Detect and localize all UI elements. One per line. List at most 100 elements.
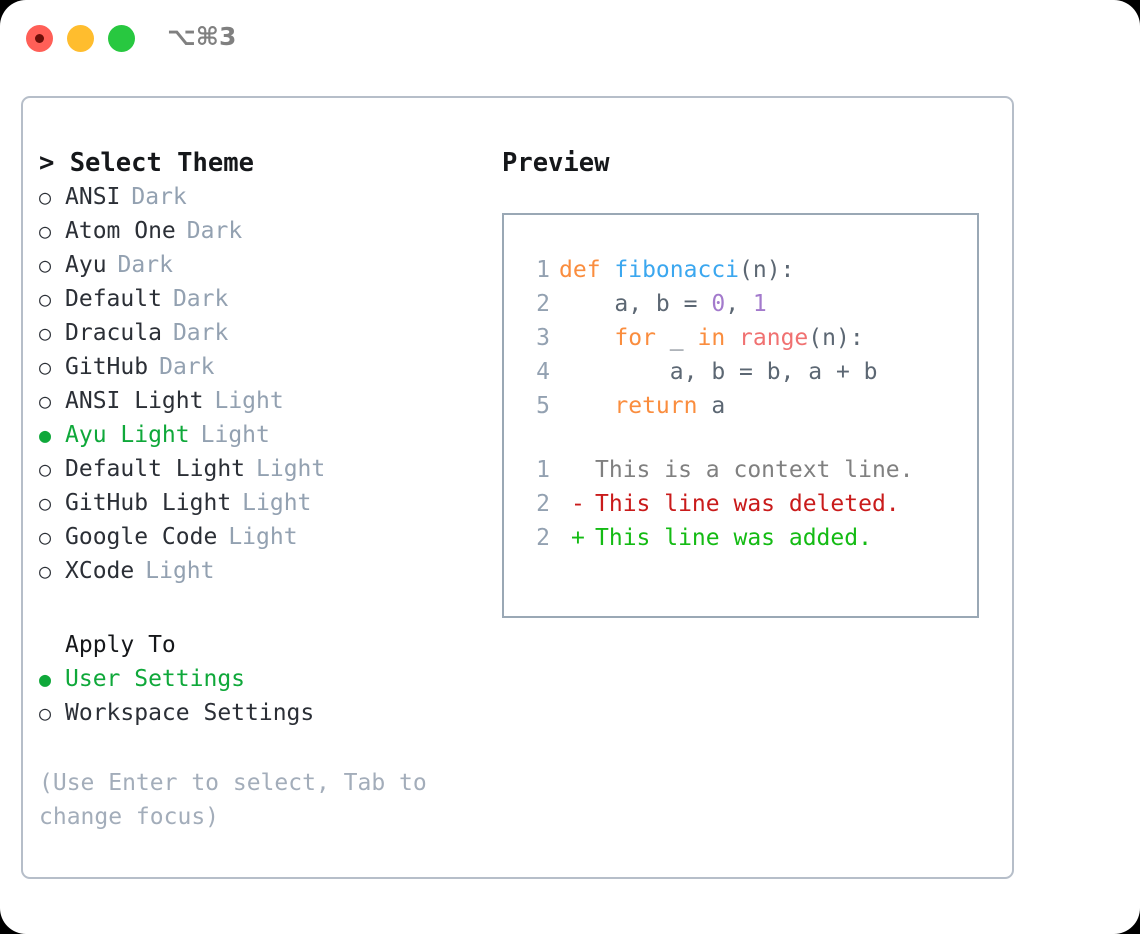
diff-marker (559, 453, 595, 487)
theme-variant-tag: Dark (172, 286, 229, 312)
theme-variant-tag: Dark (117, 252, 173, 278)
diff-sample: 1 This is a context line. 2-This line was… (520, 453, 969, 555)
code-line-number: 4 (536, 359, 550, 385)
theme-variant-tag: Light (242, 490, 312, 516)
code-token-kw: def (559, 257, 615, 283)
maximize-button[interactable] (108, 25, 135, 52)
theme-option-label: Default Light (65, 456, 246, 482)
diff-line-number: 2 (536, 525, 550, 551)
code-token-call: range (739, 325, 809, 351)
window-shortcut-label: ⌥⌘3 (167, 22, 237, 51)
diff-line-text: This line was added. (595, 525, 872, 551)
apply-to-option-user-settings[interactable]: ● User Settings (39, 662, 479, 696)
diff-line-del: 2-This line was deleted. (520, 487, 969, 521)
code-line-number: 1 (536, 257, 550, 283)
theme-variant-tag: Light (200, 422, 270, 448)
code-line-text: a, b = b, a + b (559, 355, 878, 389)
theme-option-label: ANSI Light (65, 388, 204, 414)
radio-unselected-icon: ○ (39, 525, 52, 549)
diff-line-text: This line was deleted. (595, 491, 900, 517)
code-line-number: 5 (536, 393, 550, 419)
code-token-plain (725, 325, 739, 351)
apply-to-option-label: User Settings (65, 666, 246, 692)
apply-to-options[interactable]: ● User Settings ○Workspace Settings (39, 662, 479, 730)
close-button[interactable] (26, 25, 53, 52)
apply-to-option-workspace-settings[interactable]: ○Workspace Settings (39, 696, 479, 730)
code-token-num: 0 (711, 291, 726, 317)
code-token-kw: in (697, 325, 726, 351)
theme-option-ayu[interactable]: ○ Ayu Dark (39, 248, 479, 282)
code-line: 4 a, b = b, a + b (520, 355, 969, 389)
theme-variant-tag: Light (214, 388, 284, 414)
radio-unselected-icon: ○ (39, 253, 52, 277)
code-token-fn: fibonacci (614, 257, 740, 283)
theme-variant-tag: Dark (159, 354, 215, 380)
radio-selected-icon: ● (39, 667, 52, 691)
code-token-kw: return (614, 393, 698, 419)
theme-option-label: ANSI (65, 184, 121, 210)
theme-variant-tag: Dark (131, 184, 187, 210)
radio-unselected-icon: ○ (39, 491, 52, 515)
code-token-kw: for (614, 325, 656, 351)
code-line-text: a, b = 0, 1 (559, 287, 767, 321)
theme-option-github[interactable]: ○ GitHub Dark (39, 350, 479, 384)
code-token-plain: a, b = (559, 291, 712, 317)
code-token-plain: a, b = b, a + b (559, 359, 878, 385)
code-token-plain (559, 393, 614, 419)
code-token-plain: , (725, 291, 753, 317)
diff-line-number: 1 (536, 457, 550, 483)
radio-unselected-icon: ○ (39, 457, 52, 481)
radio-selected-icon: ● (39, 423, 52, 447)
diff-line-text: This is a context line. (595, 457, 914, 483)
code-token-plain: a (697, 393, 726, 419)
code-line: 2 a, b = 0, 1 (520, 287, 969, 321)
radio-unselected-icon: ○ (39, 287, 52, 311)
theme-option-label: Dracula (65, 320, 162, 346)
radio-unselected-icon: ○ (39, 559, 52, 583)
minimize-button[interactable] (67, 25, 94, 52)
theme-option-label: Atom One (65, 218, 176, 244)
apply-to-option-label: Workspace Settings (65, 700, 315, 726)
code-token-num: 1 (752, 291, 767, 317)
diff-line-add: 2+This line was added. (520, 521, 969, 555)
window-controls (26, 25, 135, 52)
theme-option-label: GitHub (65, 354, 149, 380)
code-token-plain (559, 325, 614, 351)
diff-marker: - (571, 491, 585, 517)
code-line-text: return a (559, 389, 725, 423)
diff-line-number: 2 (536, 491, 550, 517)
theme-variant-tag: Dark (172, 320, 229, 346)
keyboard-hint-text: (Use Enter to select, Tab to change focu… (39, 770, 441, 830)
theme-variant-tag: Light (145, 558, 215, 584)
theme-option-label: Ayu (65, 252, 107, 278)
radio-unselected-icon: ○ (39, 219, 52, 243)
code-line: 5 return a (520, 389, 969, 423)
code-line-number: 3 (536, 325, 550, 351)
apply-to-section: Apply To ●User Settings○Workspace Settin… (39, 628, 479, 730)
code-token-plain: _ (655, 325, 698, 351)
code-line-text: for _ in range(n): (559, 321, 863, 355)
title-bar: ⌥⌘3 (0, 0, 1140, 78)
theme-variant-tag: Light (228, 524, 298, 550)
radio-unselected-icon: ○ (39, 355, 52, 379)
code-line: 3 for _ in range(n): (520, 321, 969, 355)
code-line-number: 2 (536, 291, 550, 317)
